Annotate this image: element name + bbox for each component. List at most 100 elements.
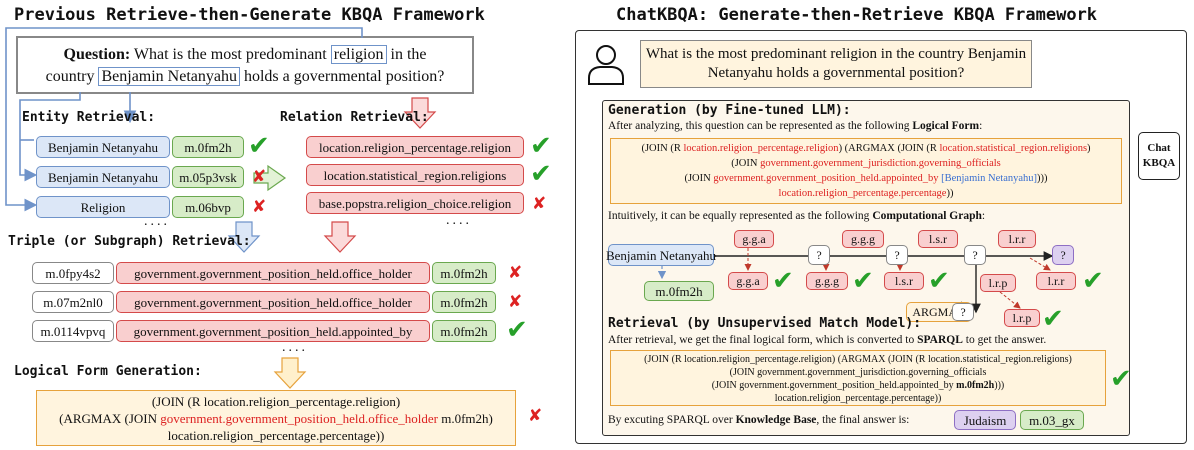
relation-item: base.popstra.religion_choice.religion — [306, 192, 524, 214]
triple-head: m.0fpy4s2 — [32, 262, 114, 284]
graph-bottom-relation-node: l.s.r — [884, 272, 924, 290]
graph-lrp-node-2: l.r.p — [1004, 309, 1040, 327]
lf-relation: location.statistical_region.religions — [939, 143, 1088, 154]
entity-name: Benjamin Netanyahu — [36, 166, 170, 188]
graph-top-relation-node: l.r.r — [998, 230, 1036, 248]
ret-text: After retrieval, we get the final logica… — [608, 334, 918, 346]
lf-text: ) (ARGMAX (JOIN (R — [838, 143, 940, 154]
graph-top-relation-node: g.g.a — [734, 230, 774, 248]
logical-form-generation-header: Logical Form Generation: — [14, 364, 202, 379]
lf-text: ))) — [994, 380, 1005, 391]
lf-text: (JOIN — [731, 158, 761, 169]
check-icon: ✔ — [1110, 364, 1132, 394]
cross-icon: ✘ — [252, 167, 267, 187]
lf-line: (JOIN government.government_position_hel… — [611, 379, 1105, 392]
lf-line: (JOIN (R location.religion_percentage.re… — [644, 354, 1072, 365]
graph-text: : — [981, 210, 986, 222]
triple-tail: m.0fm2h — [432, 291, 496, 313]
chatkbqa-badge: Chat KBQA — [1138, 132, 1180, 180]
gen-text: : — [979, 120, 983, 132]
lf-text: (JOIN (R — [641, 143, 684, 154]
entity-dots: .... — [144, 214, 170, 229]
triple-retrieval-header: Triple (or Subgraph) Retrieval: — [8, 234, 251, 249]
check-icon: ✔ — [928, 266, 950, 296]
lf-text: ))) — [1037, 173, 1048, 184]
relation-item: location.statistical_region.religions — [306, 164, 524, 186]
lf-relation: government.government_jurisdiction.gover… — [760, 158, 1001, 169]
retrieval-text: After retrieval, we get the final logica… — [608, 334, 1046, 346]
cross-icon: ✘ — [252, 197, 267, 217]
left-connectors — [5, 27, 437, 389]
lf-line: location.religion_percentage.percentage)… — [611, 186, 1121, 201]
gen-text: After analyzing, this question can be re… — [608, 120, 913, 132]
chatkbqa-label: KBQA — [1142, 157, 1176, 169]
question-line: Netanyahu holds a governmental position? — [707, 65, 965, 81]
question-line: What is the most predominant religion in… — [645, 46, 1027, 62]
lf-text: )) — [946, 188, 954, 199]
lf-line: (JOIN government.government_position_hel… — [611, 171, 1121, 186]
relation-dots: .... — [446, 213, 472, 228]
final-text: By excuting SPARQL over — [608, 414, 736, 426]
graph-bottom-relation-node: g.g.a — [728, 272, 768, 290]
relation-item: location.religion_percentage.religion — [306, 136, 524, 158]
graph-intro-text: Intuitively, it can be equally represent… — [608, 210, 985, 222]
graph-answer-node: ? — [1052, 245, 1074, 265]
cross-icon: ✘ — [532, 194, 547, 214]
lf-line: (JOIN government.government_jurisdiction… — [611, 156, 1121, 171]
graph-text-bold: Computational Graph — [872, 210, 982, 222]
graph-top-relation-node: l.s.r — [918, 230, 958, 248]
right-title: ChatKBQA: Generate-then-Retrieve KBQA Fr… — [616, 5, 1098, 25]
graph-text: Intuitively, it can be equally represent… — [608, 210, 873, 222]
gen-text-bold: Logical Form — [912, 120, 980, 132]
final-text-bold: Knowledge Base — [735, 414, 817, 426]
check-icon: ✔ — [248, 131, 270, 161]
check-icon: ✔ — [506, 315, 528, 345]
graph-variable-node: ? — [964, 245, 986, 265]
lf-entity-id: m.0fm2h — [956, 380, 995, 391]
graph-entity-id-node: m.0fm2h — [644, 281, 714, 301]
question-prefix: Question: — [63, 46, 131, 63]
chatkbqa-label: Chat — [1147, 142, 1171, 154]
left-question-box: Question: What is the most predominant r… — [16, 36, 474, 94]
generation-text: After analyzing, this question can be re… — [608, 120, 982, 132]
lf-line: (JOIN (R location.religion_percentage.re… — [151, 394, 401, 409]
lf-relation: location.religion_percentage.religion — [683, 143, 839, 154]
lf-line: location.religion_percentage.percentage)… — [167, 428, 385, 443]
entity-id: m.06bvp — [172, 196, 244, 218]
triple-tail: m.0fm2h — [432, 262, 496, 284]
lf-wrong-relation: government.government_position_held.offi… — [160, 411, 438, 426]
lf-text: m.0fm2h) — [437, 411, 493, 426]
question-religion-highlight: religion — [330, 45, 387, 64]
triple-relation: government.government_position_held.offi… — [116, 262, 430, 284]
lf-entity: [Benjamin Netanyahu] — [941, 173, 1038, 184]
triple-dots: .... — [282, 340, 308, 355]
check-icon: ✔ — [530, 131, 552, 161]
right-panel-frame — [575, 30, 1187, 444]
entity-id: m.0fm2h — [172, 136, 244, 158]
answer-node: Judaism — [954, 410, 1016, 430]
cross-icon: ✘ — [508, 263, 523, 283]
graph-bottom-relation-node: g.g.g — [806, 272, 848, 290]
check-icon: ✔ — [1042, 304, 1064, 334]
entity-id: m.05p3vsk — [172, 166, 244, 188]
lf-line: location.religion_percentage.percentage)… — [774, 393, 942, 404]
lf-text: ) — [1087, 143, 1091, 154]
cross-icon: ✘ — [508, 292, 523, 312]
final-answer-text: By excuting SPARQL over Knowledge Base, … — [608, 414, 909, 426]
entity-name: Religion — [36, 196, 170, 218]
question-text-line2: country — [45, 68, 99, 85]
triple-relation: government.government_position_held.offi… — [116, 291, 430, 313]
graph-entity-node: Benjamin Netanyahu — [606, 244, 716, 266]
right-question-box: What is the most predominant religion in… — [640, 40, 1032, 88]
graph-bottom-relation-node: l.r.r — [1036, 272, 1076, 290]
ret-text-bold: SPARQL — [917, 334, 963, 346]
answer-id-node: m.03_gx — [1020, 410, 1084, 430]
left-title: Previous Retrieve-then-Generate KBQA Fra… — [14, 5, 485, 25]
triple-tail: m.0fm2h — [432, 320, 496, 342]
lf-relation: location.religion_percentage.percentage — [778, 188, 947, 199]
left-logical-form-box: (JOIN (R location.religion_percentage.re… — [36, 390, 516, 446]
lf-line: (ARGMAX (JOIN government.government_posi… — [37, 410, 515, 427]
entity-name: Benjamin Netanyahu — [36, 136, 170, 158]
lf-relation: government.government_position_held.appo… — [713, 173, 939, 184]
